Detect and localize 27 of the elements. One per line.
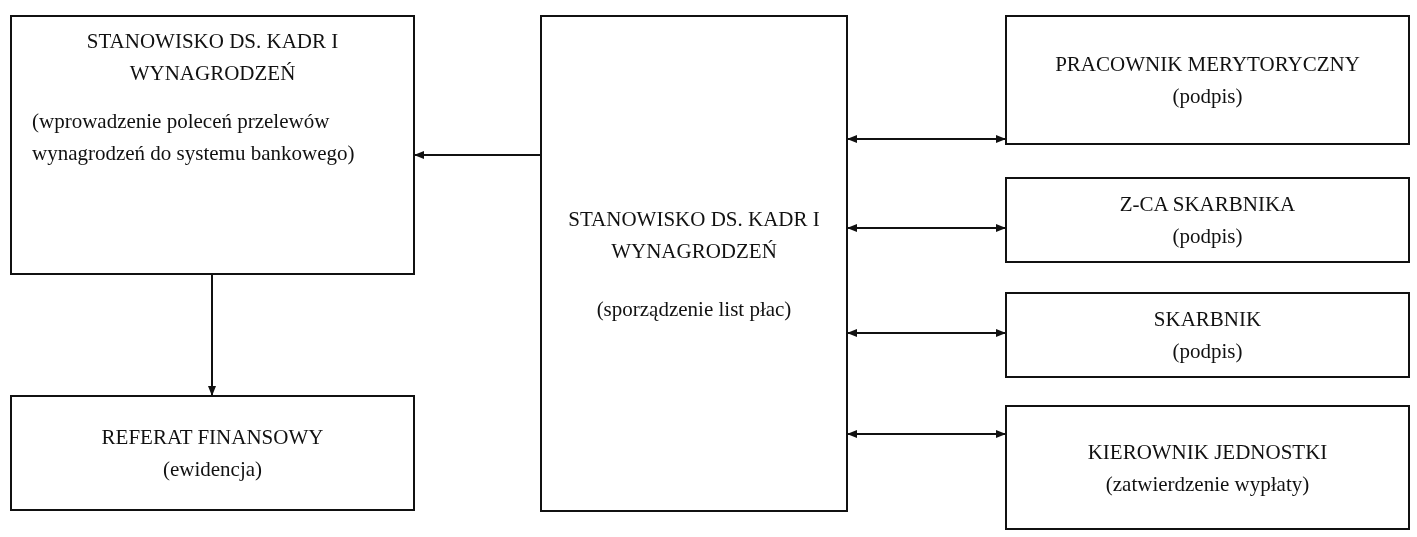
arrow — [847, 430, 1006, 438]
box-description: (ewidencja) — [162, 456, 263, 483]
box-description: (podpis) — [1172, 338, 1243, 365]
box-heading: KIEROWNIK JEDNOSTKI — [1087, 438, 1328, 466]
process-box — [540, 15, 848, 512]
box-heading: STANOWISKO DS. KADR I WYNAGRODZEŃ — [567, 205, 821, 265]
box-heading: SKARBNIK — [1153, 306, 1262, 333]
box-heading: PRACOWNIK MERYTORYCZNY — [1055, 51, 1360, 78]
box-description: (podpis) — [1172, 223, 1243, 250]
box-description: (podpis) — [1172, 83, 1243, 110]
process-box — [1005, 177, 1410, 263]
box-description: (zatwierdzenie wypłaty) — [1105, 470, 1310, 498]
process-box — [10, 395, 415, 511]
box-heading: STANOWISKO DS. KADR I WYNAGRODZEŃ — [85, 28, 340, 87]
process-box — [1005, 15, 1410, 145]
process-box — [1005, 405, 1410, 530]
process-box — [10, 15, 415, 275]
arrow — [208, 274, 216, 396]
arrow — [847, 135, 1006, 143]
box-description: (sporządzenie list płac) — [596, 295, 792, 323]
box-heading: Z-CA SKARBNIKA — [1119, 191, 1296, 218]
process-box — [1005, 292, 1410, 378]
box-heading: REFERAT FINANSOWY — [101, 424, 324, 451]
arrow — [414, 151, 541, 159]
arrow — [847, 329, 1006, 337]
arrow — [847, 224, 1006, 232]
box-description: (wprowadzenie poleceń przelewów wynagrodzeń do systemu bankowego) — [31, 108, 356, 167]
